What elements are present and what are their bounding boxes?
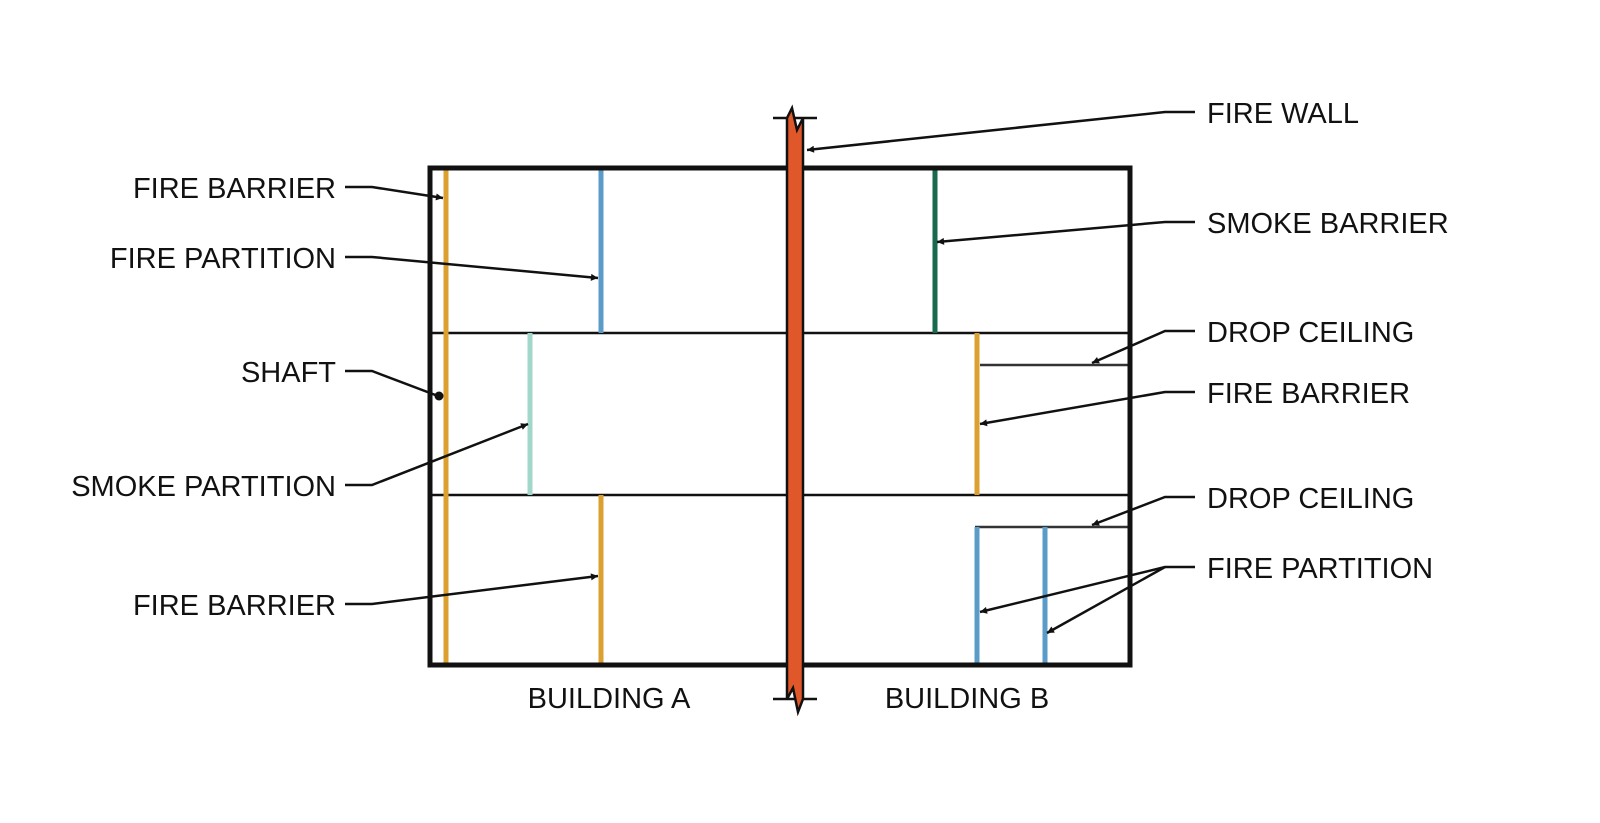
label-smoke-barrier: SMOKE BARRIER xyxy=(1207,208,1449,240)
label-smoke-partition: SMOKE PARTITION xyxy=(71,471,336,503)
label-fire-partition-left: FIRE PARTITION xyxy=(110,243,336,275)
label-building-a: BUILDING A xyxy=(528,683,691,715)
label-building-b: BUILDING B xyxy=(885,683,1049,715)
fire-wall xyxy=(773,104,817,717)
label-fire-partition-right: FIRE PARTITION xyxy=(1207,553,1433,585)
label-shaft: SHAFT xyxy=(241,357,336,389)
label-drop-ceiling-1: DROP CEILING xyxy=(1207,317,1414,349)
label-fire-barrier-top: FIRE BARRIER xyxy=(133,173,336,205)
label-drop-ceiling-2: DROP CEILING xyxy=(1207,483,1414,515)
building-outline xyxy=(427,165,1133,668)
label-fire-wall: FIRE WALL xyxy=(1207,98,1359,130)
shaft-dot xyxy=(434,391,444,401)
label-fire-barrier-bottom: FIRE BARRIER xyxy=(133,590,336,622)
label-fire-barrier-right: FIRE BARRIER xyxy=(1207,378,1410,410)
